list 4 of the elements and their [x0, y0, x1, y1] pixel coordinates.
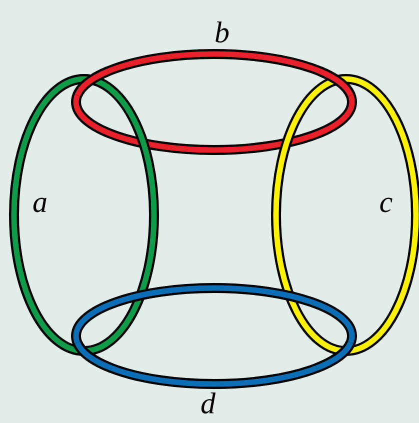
node-label: d [201, 392, 216, 414]
ring: a [9, 74, 159, 356]
ring: c [271, 74, 419, 356]
node-label: b [216, 21, 229, 43]
